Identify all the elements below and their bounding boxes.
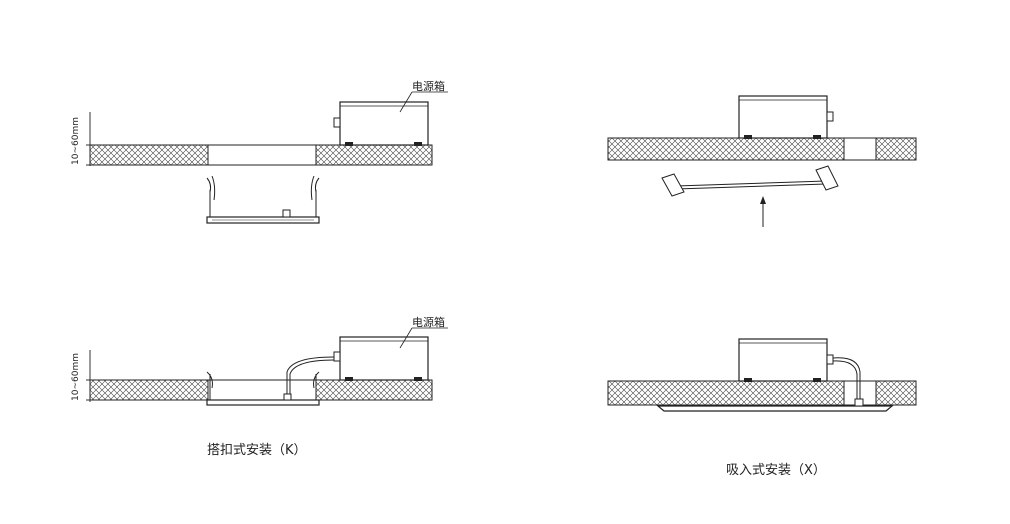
cable [286, 356, 335, 395]
leader-line [399, 327, 413, 349]
panel-x-before [607, 95, 917, 227]
cable [832, 357, 861, 400]
leader-line [399, 91, 413, 113]
power-box [333, 101, 429, 146]
light-panel [206, 175, 320, 224]
caption-x: 吸入式安装（X） [726, 463, 826, 478]
spring-clip [313, 371, 320, 400]
ceiling-slab [875, 137, 917, 161]
panel-k-before: 10~60mm 电源箱 [71, 79, 448, 224]
dimension-label: 10~60mm [71, 353, 81, 401]
ceiling-opening [207, 144, 317, 166]
ceiling-slab [607, 380, 845, 406]
caption-k: 搭扣式安装（K） [207, 442, 307, 458]
ceiling-slab [89, 144, 209, 166]
power-box-label: 电源箱 [412, 315, 445, 329]
ceiling-opening [207, 379, 317, 401]
ceiling-opening [843, 137, 877, 161]
light-panel [206, 371, 320, 406]
spring-clip [206, 371, 213, 400]
light-panel [656, 398, 894, 412]
ceiling-slab [875, 380, 917, 406]
dimension-label: 10~60mm [71, 117, 81, 165]
ceiling-slab [89, 379, 209, 401]
mounting-bracket [661, 165, 839, 197]
power-box [738, 338, 834, 382]
spring-clip [310, 175, 320, 217]
spring-clip [206, 175, 216, 217]
power-box [738, 95, 834, 139]
power-box-label: 电源箱 [412, 79, 445, 93]
power-box [333, 336, 429, 381]
ceiling-slab [315, 379, 433, 401]
panel-x-installed [607, 338, 917, 412]
ceiling-slab [607, 137, 845, 161]
ceiling-slab [315, 144, 433, 166]
up-arrow-icon [760, 196, 766, 227]
panel-k-installed: 10~60mm 电源箱 [71, 315, 448, 406]
